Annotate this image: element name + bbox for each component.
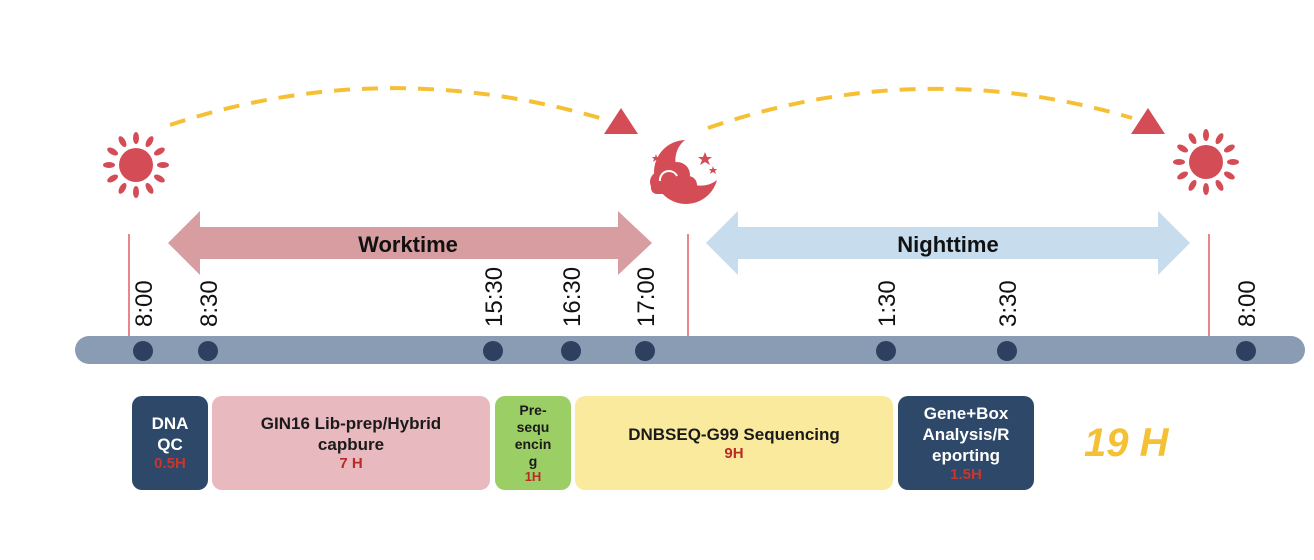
step-dna-qc: DNA QC 0.5H: [132, 396, 208, 490]
step-label-line: eporting: [932, 445, 1000, 465]
nighttime-label: Nighttime: [897, 232, 998, 257]
time-label: 8:00: [1234, 280, 1261, 327]
time-dot: [1236, 341, 1256, 361]
sun-ray: [157, 162, 169, 168]
step-label: DNA QC: [152, 413, 189, 455]
sun-ray: [1215, 179, 1224, 191]
sun-ray: [145, 136, 154, 148]
time-dot: [635, 341, 655, 361]
time-label: 8:30: [196, 280, 223, 327]
nighttime-band: Nighttime: [706, 211, 1190, 275]
time-dot: [876, 341, 896, 361]
time-label: 1:30: [874, 280, 901, 327]
step-label-line: capbure: [317, 435, 385, 454]
worktime-band: Worktime: [168, 211, 652, 275]
step-label: GIN16 Lib-prep/Hybrid capbure: [261, 413, 441, 455]
sun-ray: [1177, 171, 1189, 180]
sun-ray: [153, 174, 165, 183]
moon-cloud-icon: [650, 140, 717, 204]
sun-ray: [1215, 133, 1224, 145]
sun-ray: [1203, 183, 1209, 195]
step-duration: 1.5H: [950, 465, 982, 483]
sun-icon: [1173, 129, 1239, 195]
sun-ray: [1203, 129, 1209, 141]
time-dot: [133, 341, 153, 361]
step-duration: 7 H: [339, 455, 363, 472]
worktime-label: Worktime: [358, 232, 458, 257]
sun-ray: [118, 136, 127, 148]
sun-ray: [103, 162, 115, 168]
sun-ray: [1223, 144, 1235, 153]
sun-ray: [118, 182, 127, 194]
time-label: 16:30: [559, 267, 586, 327]
day-arc-arrowhead: [604, 108, 638, 134]
timeline-axis: [75, 336, 1305, 364]
time-label: 3:30: [995, 280, 1022, 327]
step-sequencing: DNBSEQ-G99 Sequencing 9H: [575, 396, 893, 490]
star-icon: [652, 152, 717, 174]
step-duration: 0.5H: [154, 455, 186, 472]
step-label-line: QC: [157, 435, 183, 454]
step-label-line: g: [528, 453, 538, 469]
sun-ray: [107, 147, 119, 156]
time-dot: [561, 341, 581, 361]
sun-ray: [133, 132, 139, 144]
total-duration: 19 H: [1084, 421, 1169, 465]
sun-icon: [103, 132, 169, 198]
time-dot: [997, 341, 1017, 361]
sun-ray: [1173, 159, 1185, 165]
time-label: 8:00: [131, 280, 158, 327]
step-label-line: encin: [514, 436, 552, 452]
sun-ray: [1227, 159, 1239, 165]
step-duration: 1H: [524, 469, 542, 484]
step-label: DNBSEQ-G99 Sequencing: [628, 424, 840, 445]
time-dot: [483, 341, 503, 361]
sun-ray: [1188, 179, 1197, 191]
sun-ray: [1177, 144, 1189, 153]
sun-ray: [133, 186, 139, 198]
sun-ray: [145, 182, 154, 194]
sun-ray: [1188, 133, 1197, 145]
step-label-line: DNBSEQ-G99 Sequencing: [628, 424, 840, 444]
night-arc: [707, 86, 1133, 130]
step-duration: 9H: [724, 444, 744, 462]
step-label-line: Pre-: [519, 402, 547, 418]
step-lib-prep: GIN16 Lib-prep/Hybrid capbure 7 H: [212, 396, 490, 490]
time-dot: [198, 341, 218, 361]
step-label-line: DNA: [151, 414, 189, 433]
step-label-line: GIN16 Lib-prep/Hybrid: [260, 414, 442, 433]
step-label-line: Analysis/R: [922, 424, 1010, 444]
sun-ray: [107, 174, 119, 183]
sun-ray: [153, 147, 165, 156]
night-arc-arrowhead: [1131, 108, 1165, 134]
step-label-line: sequ: [516, 419, 550, 435]
time-label: 17:00: [633, 267, 660, 327]
step-label-line: Gene+Box: [923, 403, 1009, 423]
time-label: 15:30: [481, 267, 508, 327]
sun-ray: [1223, 171, 1235, 180]
day-arc: [169, 86, 601, 127]
